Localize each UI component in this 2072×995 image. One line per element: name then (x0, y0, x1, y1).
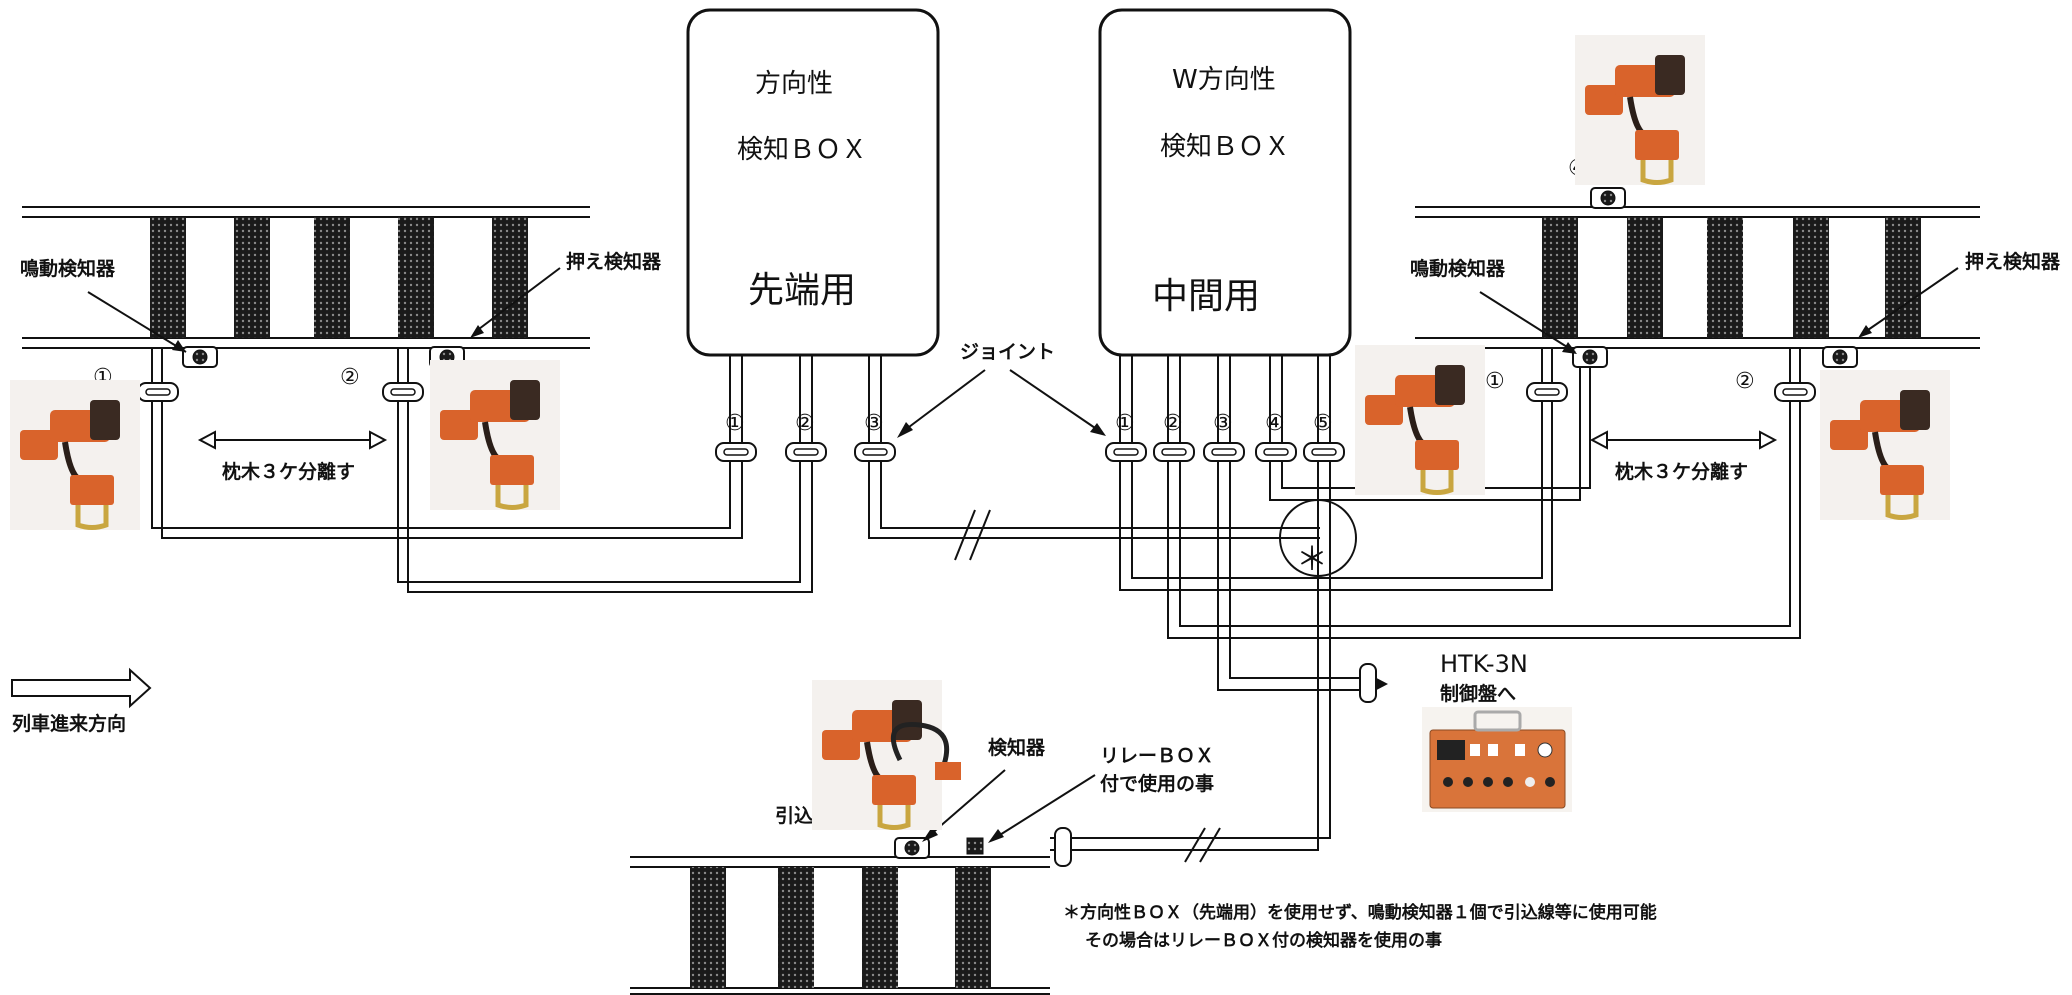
box-left-line1: 方向性 (755, 69, 833, 99)
directional-box-middle: W方向性 検知ＢＯＸ 中間用 (1098, 8, 1352, 357)
directional-box-tip: 方向性 検知ＢＯＸ 先端用 (686, 8, 940, 357)
control-panel-photo (1422, 707, 1572, 812)
detector-photo-left-2 (430, 360, 560, 510)
label-control-panel: 制御盤へ (1440, 682, 1516, 705)
label-train-direction: 列車進来方向 (12, 712, 126, 735)
num-2-right: ② (1735, 369, 1755, 394)
detector-photo-right-2 (1820, 370, 1950, 520)
num-1-box-right: ① (1115, 411, 1135, 436)
right-track (1415, 206, 1980, 349)
joint-clips (137, 382, 1816, 867)
num-2-left: ② (340, 365, 360, 390)
label-vib-detector-right: 鳴動検知器 (1410, 257, 1506, 280)
asterisk-mark: ＊ (1296, 540, 1328, 578)
label-control-model: HTK-3N (1440, 650, 1528, 678)
box-right-type: 中間用 (1152, 276, 1260, 317)
label-press-detector-left: 押え検知器 (566, 250, 662, 273)
rail-sensors (182, 187, 1858, 859)
label-vib-detector-left: 鳴動検知器 (20, 257, 116, 280)
num-2-box-right: ② (1163, 411, 1183, 436)
num-2-box-left: ② (795, 411, 815, 436)
label-joint: ジョイント (960, 341, 1055, 363)
num-1-box-left: ① (725, 411, 745, 436)
label-detector: 検知器 (988, 736, 1046, 759)
box-right-line2: 検知ＢＯＸ (1160, 132, 1290, 162)
box-right-line1: W方向性 (1172, 65, 1276, 95)
detector-photos (10, 35, 1950, 830)
detector-photo-right-1 (1355, 345, 1485, 495)
detector-with-relay-photo (812, 680, 961, 830)
label-relay-2: 付で使用の事 (1100, 772, 1214, 795)
label-press-detector-right: 押え検知器 (1965, 250, 2061, 273)
label-separation-right: 枕木３ケ分離す (1615, 460, 1748, 483)
box-left-type: 先端用 (748, 270, 856, 311)
note-line-2: その場合はリレーＢＯＸ付の検知器を使用の事 (1085, 930, 1442, 951)
label-relay-1: リレーＢＯＸ (1100, 745, 1214, 767)
num-5-box-right: ⑤ (1313, 411, 1333, 436)
detector-photo-top-right (1575, 35, 1705, 185)
box-left-line2: 検知ＢＯＸ (737, 135, 867, 165)
num-4-box-right: ④ (1265, 411, 1285, 436)
wiring-right: ＊ (1050, 348, 1801, 863)
left-track (22, 206, 590, 349)
label-separation-left: 枕木３ケ分離す (222, 460, 355, 483)
siding-track (630, 856, 1050, 995)
num-3-box-left: ③ (864, 411, 884, 436)
detector-photo-left-1 (10, 380, 140, 530)
num-1-right: ① (1485, 369, 1505, 394)
annotations: 鳴動検知器 押え検知器 枕木３ケ分離す ジョイント 鳴動検知器 押え検知器 枕木… (11, 250, 2061, 951)
note-line-1: ＊方向性ＢＯＸ（先端用）を使用せず、鳴動検知器１個で引込線等に使用可能 (1063, 902, 1657, 923)
num-3-box-right: ③ (1213, 411, 1233, 436)
